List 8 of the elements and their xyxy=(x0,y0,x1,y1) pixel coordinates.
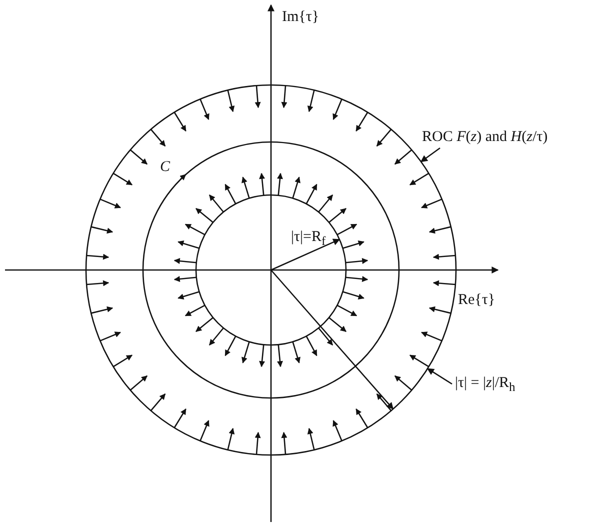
radius-label: |τ|=R$_{f}$ xyxy=(291,228,326,250)
leader-arrow xyxy=(426,368,452,385)
region-label: ROC F(z) and H(z/τ) xyxy=(422,128,548,146)
axis-label: Im{τ} xyxy=(282,8,320,26)
leader-arrow xyxy=(420,147,440,162)
axis-label: Re{τ} xyxy=(458,291,496,309)
contour-label: C xyxy=(160,158,170,176)
radius-label: |τ| = |z|/R$_{h}$ xyxy=(455,374,516,396)
